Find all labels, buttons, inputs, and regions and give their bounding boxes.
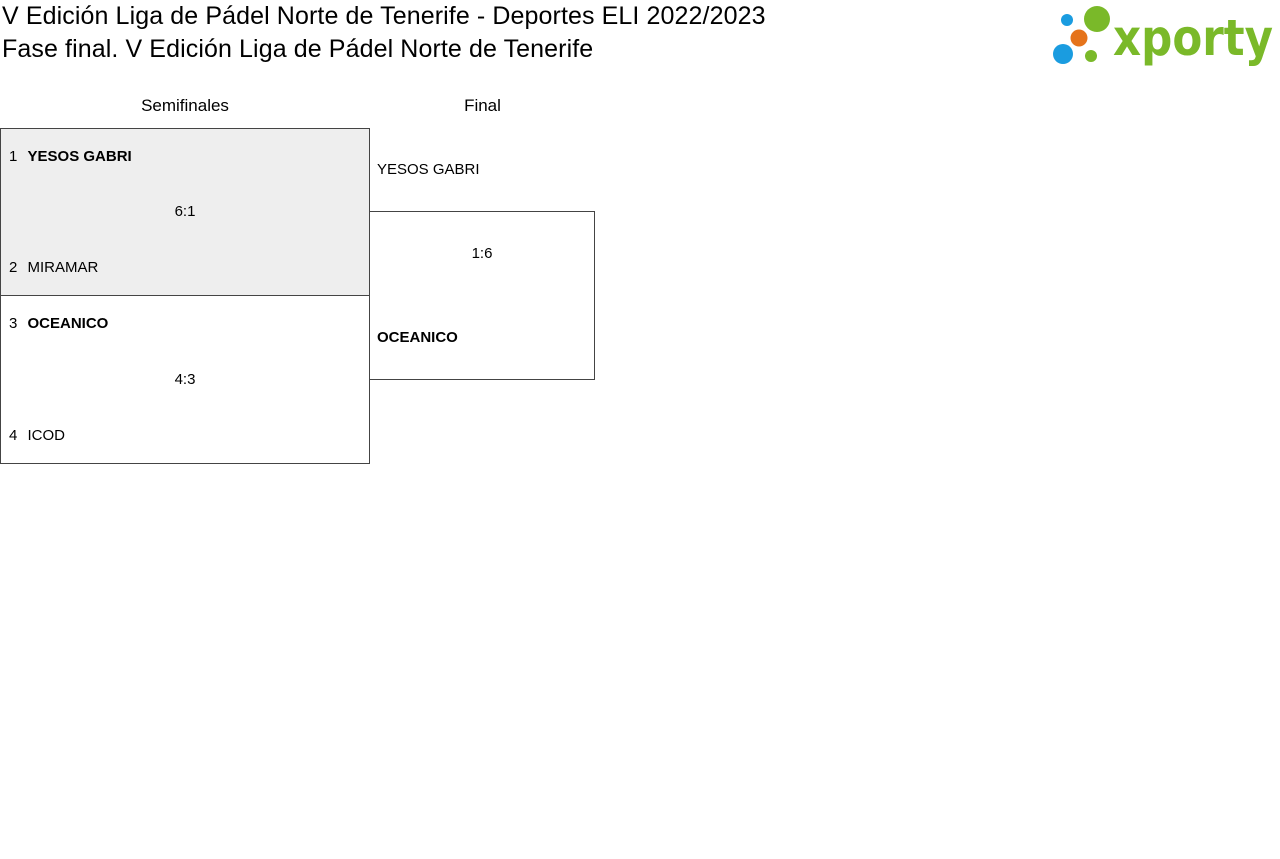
round-label-final: Final xyxy=(464,96,501,115)
team-row: 3 OCEANICO xyxy=(9,315,108,332)
match-score: 4:3 xyxy=(174,371,196,388)
round-label-semifinals: Semifinales xyxy=(141,96,229,115)
team-row: 4 ICOD xyxy=(9,427,65,444)
team-seed: 4 xyxy=(9,427,18,444)
logo-dot-green-small xyxy=(1085,50,1097,62)
page-subtitle: Fase final. V Edición Liga de Pádel Nort… xyxy=(2,35,594,63)
logo-dot-blue-small xyxy=(1061,14,1073,26)
final-match[interactable]: 1:6 OCEANICO xyxy=(369,211,595,380)
team-name: MIRAMAR xyxy=(27,259,99,276)
logo-wordmark: xporty xyxy=(1113,9,1273,66)
team-seed: 3 xyxy=(9,315,18,332)
match-score: 6:1 xyxy=(174,203,196,220)
logo-dot-blue-large xyxy=(1053,44,1073,64)
semifinal-match-1[interactable]: 1 YESOS GABRI 6:1 2 MIRAMAR xyxy=(0,128,370,296)
team-seed: 1 xyxy=(9,148,18,165)
match-score: 1:6 xyxy=(471,245,493,262)
logo-dot-green-large xyxy=(1084,6,1110,32)
team-name: YESOS GABRI xyxy=(27,148,132,165)
team-name: ICOD xyxy=(27,427,66,444)
page-title: V Edición Liga de Pádel Norte de Tenerif… xyxy=(2,2,766,30)
team-row: 2 MIRAMAR xyxy=(9,259,98,276)
logo-dot-orange xyxy=(1070,29,1088,47)
team-name: OCEANICO xyxy=(27,315,109,332)
final-team-home: YESOS GABRI xyxy=(377,161,480,178)
team-seed: 2 xyxy=(9,259,18,276)
semifinal-match-2[interactable]: 3 OCEANICO 4:3 4 ICOD xyxy=(0,295,370,464)
final-team-away: OCEANICO xyxy=(377,329,458,346)
xporty-logo[interactable]: xporty xyxy=(1050,4,1276,66)
team-row: 1 YESOS GABRI xyxy=(9,148,132,165)
